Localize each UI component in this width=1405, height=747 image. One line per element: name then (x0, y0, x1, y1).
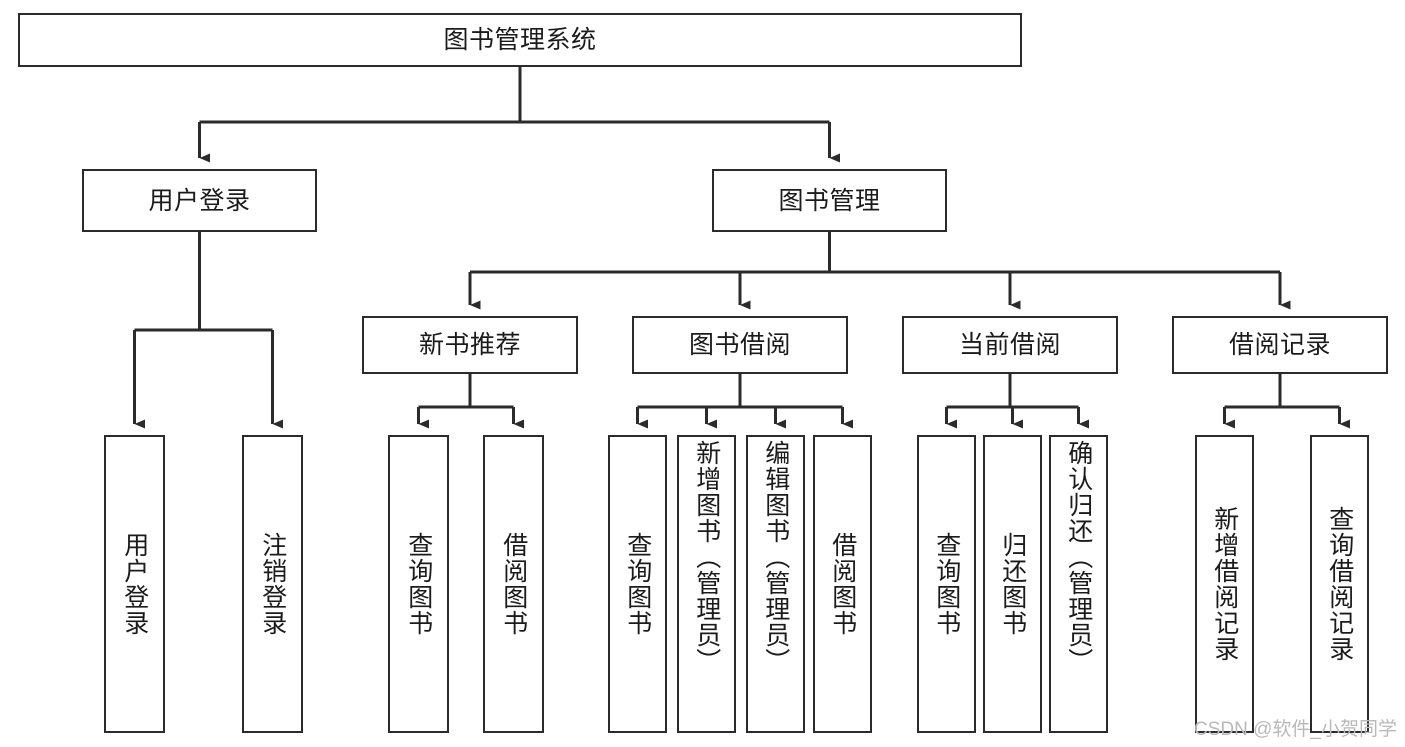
node-leaf-query-book-rec[interactable]: 查询图书 (388, 435, 449, 733)
node-label-leaf-logout: 注销登录 (258, 532, 287, 636)
node-label-leaf-query-book-borrow: 查询图书 (623, 532, 652, 636)
node-label-book-borrow: 图书借阅 (688, 331, 791, 359)
node-book-borrow[interactable]: 图书借阅 (632, 316, 848, 374)
node-label-leaf-query-borrow-record: 查询借阅记录 (1325, 506, 1354, 662)
node-label-borrow-record: 借阅记录 (1228, 331, 1331, 359)
node-leaf-query-book-borrow[interactable]: 查询图书 (608, 435, 667, 733)
node-label-leaf-query-book-rec: 查询图书 (404, 532, 433, 636)
node-label-current-borrow: 当前借阅 (958, 331, 1061, 359)
node-leaf-edit-book-admin[interactable]: 编辑图书（管理员） (746, 435, 805, 733)
node-label-leaf-add-borrow-record: 新增借阅记录 (1210, 506, 1239, 662)
node-label-leaf-add-book-admin: 新增图书（管理员） (692, 440, 721, 674)
node-label-leaf-user-login: 用户登录 (120, 532, 149, 636)
node-new-book-recommend[interactable]: 新书推荐 (362, 316, 578, 374)
node-label-leaf-borrow-book-rec: 借阅图书 (499, 532, 528, 636)
node-label-user-login: 用户登录 (148, 186, 251, 215)
node-leaf-user-login[interactable]: 用户登录 (104, 435, 165, 733)
node-user-login[interactable]: 用户登录 (82, 169, 317, 232)
node-root[interactable]: 图书管理系统 (18, 13, 1022, 67)
node-book-management[interactable]: 图书管理 (712, 169, 947, 232)
node-leaf-add-borrow-record[interactable]: 新增借阅记录 (1195, 435, 1254, 733)
node-borrow-record[interactable]: 借阅记录 (1172, 316, 1388, 374)
node-label-leaf-query-book-current: 查询图书 (932, 532, 961, 636)
node-label-leaf-confirm-return-admin: 确认归还（管理员） (1064, 440, 1093, 674)
node-label-leaf-borrow-book: 借阅图书 (828, 532, 857, 636)
node-label-root: 图书管理系统 (443, 26, 597, 54)
node-current-borrow[interactable]: 当前借阅 (902, 316, 1118, 374)
node-leaf-query-borrow-record[interactable]: 查询借阅记录 (1310, 435, 1369, 733)
node-label-leaf-return-book: 归还图书 (998, 532, 1027, 636)
node-leaf-add-book-admin[interactable]: 新增图书（管理员） (677, 435, 736, 733)
node-label-leaf-edit-book-admin: 编辑图书（管理员） (761, 440, 790, 674)
node-leaf-query-book-current[interactable]: 查询图书 (917, 435, 976, 733)
node-leaf-confirm-return-admin[interactable]: 确认归还（管理员） (1049, 435, 1108, 733)
node-label-book-management: 图书管理 (778, 186, 881, 215)
node-leaf-borrow-book[interactable]: 借阅图书 (813, 435, 872, 733)
node-leaf-return-book[interactable]: 归还图书 (983, 435, 1042, 733)
node-label-new-book-recommend: 新书推荐 (418, 331, 521, 359)
node-leaf-logout[interactable]: 注销登录 (242, 435, 303, 733)
node-leaf-borrow-book-rec[interactable]: 借阅图书 (483, 435, 544, 733)
